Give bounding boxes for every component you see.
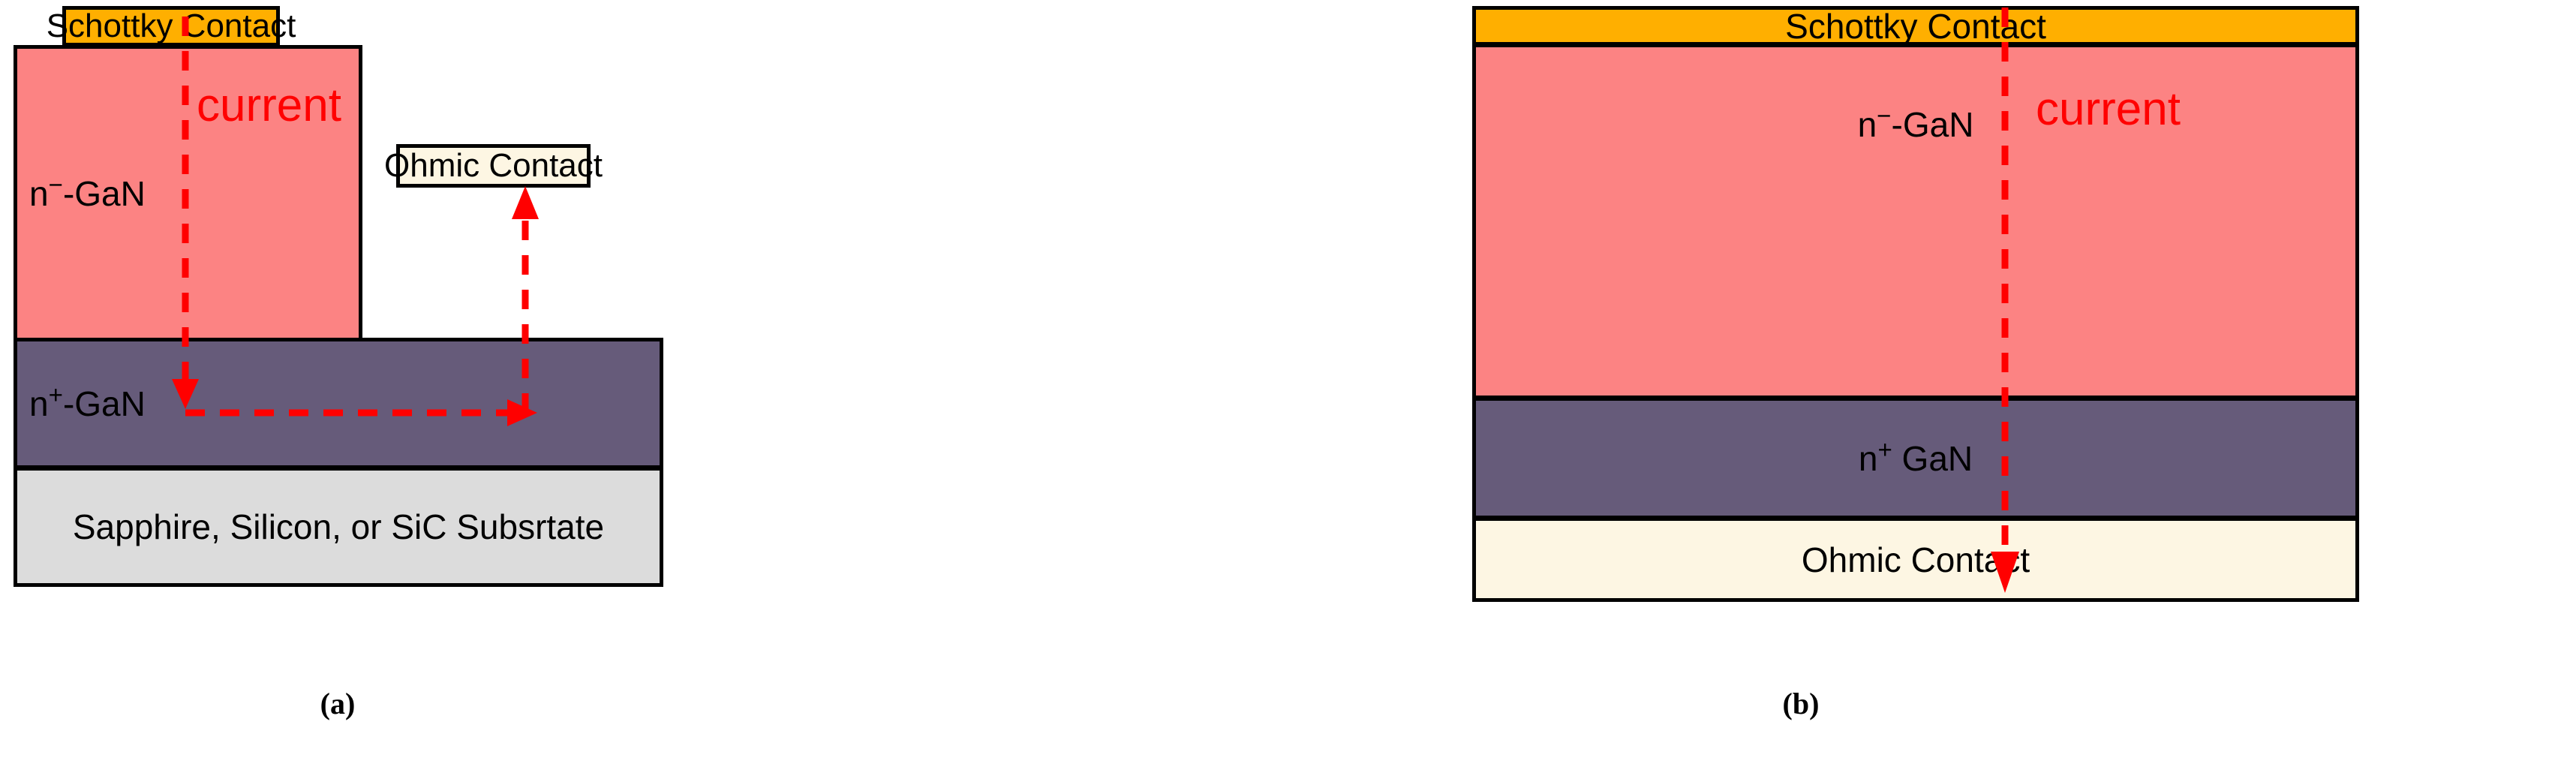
- n-drift-charge: −: [48, 171, 63, 200]
- n-plus-tail: -GaN: [62, 383, 146, 423]
- ohmic-contact-label: Ohmic Contact: [1801, 540, 2030, 579]
- n-drift-base: n: [29, 173, 49, 213]
- n-drift-tail: -GaN: [1891, 105, 1974, 144]
- schottky-contact-label: Schottky Contact: [46, 8, 296, 44]
- panel-b-caption: (b): [1782, 687, 1820, 720]
- layer-substrate-panel-a: Sapphire, Silicon, or SiC Subsrtate: [14, 467, 663, 587]
- layer-substrate-label: Sapphire, Silicon, or SiC Subsrtate: [72, 507, 605, 546]
- ohmic-contact-panel-b: Ohmic Contact: [1472, 517, 2359, 602]
- n-drift-base: n: [1857, 105, 1877, 144]
- n-drift-tail: -GaN: [62, 173, 146, 213]
- panel-a-lateral-sbd: Sapphire, Silicon, or SiC Subsrtate n+-G…: [0, 0, 1276, 773]
- ohmic-contact-label: Ohmic Contact: [384, 147, 603, 184]
- current-arrowhead-up: [512, 186, 539, 219]
- n-plus-base: n: [1858, 438, 1878, 478]
- n-plus-tail: GaN: [1892, 438, 1973, 478]
- n-plus-charge: +: [1877, 436, 1892, 465]
- panel-a-caption: (a): [320, 687, 356, 720]
- ohmic-contact-panel-a: Ohmic Contact: [384, 144, 603, 188]
- layer-n-plus-gan-label: n+-GaN: [29, 383, 146, 423]
- layer-n-drift-gan-label: n−-GaN: [29, 173, 146, 213]
- n-plus-charge: +: [48, 381, 63, 410]
- schottky-contact-label: Schottky Contact: [1785, 6, 2046, 46]
- current-label-panel-a: current: [197, 80, 341, 131]
- layer-n-drift-gan-panel-b: n−-GaN: [1472, 44, 2359, 399]
- panel-b-vertical-sbd: Ohmic Contact n+ GaN n−-GaN Schottky Con…: [1276, 0, 2576, 773]
- n-plus-base: n: [29, 383, 49, 423]
- layer-n-drift-gan-label: n−-GaN: [1857, 104, 1974, 144]
- layer-n-plus-gan-panel-a: n+-GaN: [14, 338, 663, 469]
- current-label-panel-b: current: [2036, 83, 2181, 135]
- layer-n-plus-gan-label: n+ GaN: [1858, 438, 1973, 478]
- layer-n-plus-gan-panel-b: n+ GaN: [1472, 397, 2359, 519]
- n-drift-charge: −: [1877, 102, 1892, 131]
- schottky-contact-panel-b: Schottky Contact: [1472, 6, 2359, 46]
- schottky-contact-panel-a: Schottky Contact: [47, 6, 296, 47]
